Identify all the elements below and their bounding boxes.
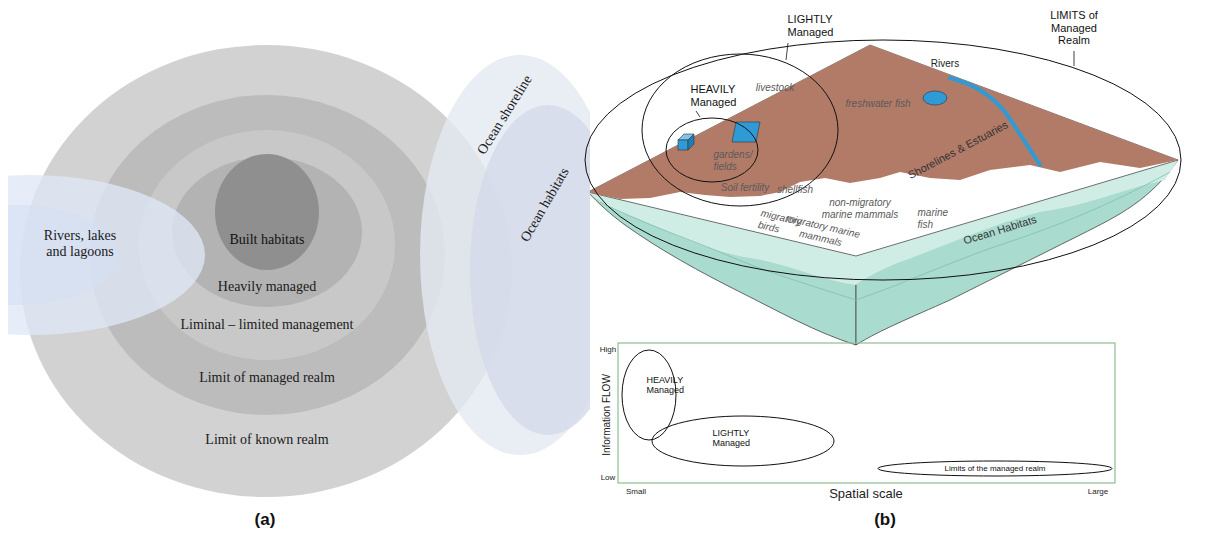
node-label: HEAVILY Managed [691, 83, 696, 108]
pond [923, 91, 947, 105]
heavily-managed-ring: Heavily managed Built habitats [172, 157, 362, 307]
leader-line [786, 43, 788, 60]
node-label: Built habitats [229, 232, 304, 248]
feature-label: Rivers [931, 58, 959, 70]
ellipse-outline [470, 105, 590, 435]
resource-label: non-migratory marine mammals [822, 197, 899, 220]
node-label: Limits of the managed realm [945, 464, 1046, 473]
leader-line [1074, 51, 1075, 66]
resource-label: shellfish [777, 184, 813, 196]
house-front [678, 140, 688, 150]
axis-title: Spatial scale [829, 487, 903, 502]
block-top-face [588, 45, 1178, 256]
node-outline [666, 118, 758, 182]
ocean-block [588, 45, 1178, 345]
node-label: LIGHTLY Managed [788, 13, 793, 38]
node-label: Limit of managed realm [199, 370, 335, 386]
node-label: Limit of known realm [205, 432, 328, 448]
freshwater-ellipse: Rivers, lakes and lagoons [8, 150, 208, 360]
resource-label: freshwater fish [845, 98, 910, 110]
ellipse-outline [878, 461, 1112, 476]
resource-label: livestock [756, 82, 794, 94]
ellipse-outline [8, 205, 118, 305]
node-outline [585, 40, 1181, 280]
ellipse-outline [666, 118, 758, 182]
ellipse-outline [652, 416, 834, 466]
node-label: HEAVILY Managed [647, 375, 652, 396]
node-label: LIGHTLY Managed [713, 428, 718, 449]
ellipse-outline [585, 40, 1181, 280]
node-label: Liminal – limited management [180, 317, 353, 333]
ellipse-outline [215, 154, 319, 270]
land-surface [588, 45, 1178, 199]
house-side [688, 134, 694, 150]
built-habitats-core: Built habitats [215, 154, 319, 270]
axis-tick-label: Large [1088, 487, 1108, 496]
resource-label: Soil fertility [721, 182, 769, 194]
leader-line [696, 111, 700, 117]
panel-label: (b) [874, 510, 896, 530]
axis-tick-label: Low [601, 473, 616, 482]
heavily-managed-circle: HEAVILY Managed [666, 118, 758, 182]
axis-title: Information FLOW [601, 374, 613, 456]
managed-realm-limit: LIMITS of Managed RealmLIGHTLY ManagedHE… [585, 40, 1181, 280]
panel-label: (a) [255, 510, 276, 530]
node-label: Rivers, lakes and lagoons [44, 228, 117, 260]
resource-label: marine fish [918, 207, 923, 230]
leader-lines [696, 43, 1074, 117]
chart-ellipse: LIGHTLY Managed [652, 416, 834, 466]
resource-label: gardens/ fields [714, 149, 719, 172]
ellipse-outline [642, 54, 838, 206]
node-outline [215, 154, 319, 270]
axis-tick-label: Small [626, 487, 646, 496]
node-label: Heavily managed [218, 279, 316, 295]
node-label: LIMITS of Managed Realm [1050, 9, 1098, 47]
ellipse-outline [8, 175, 205, 335]
axis-tick-label: High [600, 345, 616, 354]
node-outline [652, 416, 834, 466]
chart-frame [618, 343, 1115, 483]
chart-ellipse: Limits of the managed realm [878, 461, 1112, 476]
